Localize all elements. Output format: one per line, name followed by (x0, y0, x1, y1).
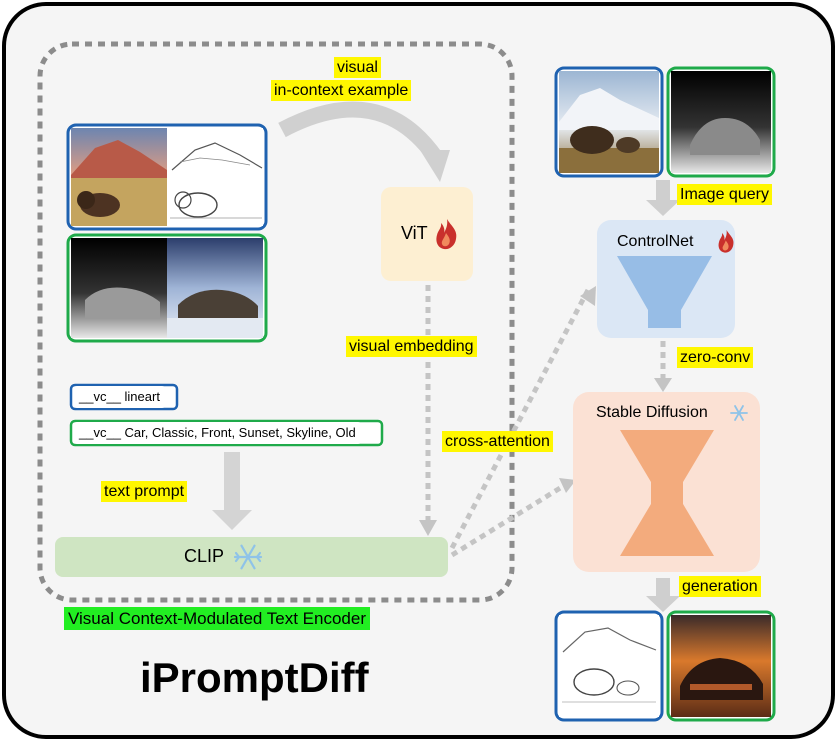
prompt-to-clip-arrow (212, 452, 252, 530)
query-bison-photo (559, 71, 659, 173)
clip-label: CLIP (184, 546, 225, 566)
mountain-bison-lineart (167, 128, 263, 226)
generated-lineart (559, 615, 659, 717)
cross-attention-label: cross-attention (442, 431, 553, 452)
visual-example-arrowhead (420, 150, 450, 182)
car-snow-photo (167, 238, 263, 338)
generation-pair (554, 610, 776, 722)
text-prompt-label: text prompt (101, 481, 188, 502)
visual-example-arrow (278, 101, 443, 163)
visual-embedding-label: visual embedding (346, 336, 477, 357)
vit-flame-icon (436, 219, 457, 250)
vit-box (381, 187, 473, 281)
diagram-title: iPromptDiff (140, 654, 369, 701)
cross-attention-arrow-right (450, 482, 567, 558)
controlnet-funnel-stem (648, 310, 681, 328)
controlnet-label: ControlNet (617, 233, 694, 250)
visual-icl-label-line1: visual (334, 57, 381, 78)
vit-to-clip-arrowhead (419, 520, 437, 536)
stable-diffusion-label: Stable Diffusion (596, 404, 708, 421)
example-pair-car (66, 233, 268, 343)
lineart-prompt: __vc__ lineart (73, 386, 166, 408)
controlnet-funnel (617, 256, 712, 310)
encoder-dashed-region (37, 41, 515, 603)
visual-icl-label-line2: in-context example (271, 80, 412, 101)
car-depth-map (71, 238, 167, 338)
cross-attention-arrowhead-right (559, 478, 576, 493)
image-query-pair (554, 66, 776, 178)
sd-hourglass-bottom (620, 504, 714, 556)
example-pair-lineart (66, 123, 268, 231)
cross-attention-arrow-up (449, 288, 591, 550)
clip-snowflake-icon (233, 544, 263, 570)
cross-attention-arrowhead-up (580, 286, 596, 306)
image-query-label: Image query (677, 184, 772, 205)
query-to-controlnet-arrow (646, 180, 680, 216)
car-prompt: __vc__ Car, Classic, Front, Sunset, Skyl… (73, 422, 362, 444)
mountain-bison-photo (71, 128, 167, 226)
zero-conv-label: zero-conv (677, 347, 754, 368)
encoder-label: Visual Context-Modulated Text Encoder (64, 607, 370, 630)
sd-to-generation-arrow (646, 578, 680, 612)
generation-label: generation (679, 576, 761, 597)
zero-conv-arrowhead (654, 378, 672, 392)
controlnet-flame-icon (718, 230, 734, 253)
sd-hourglass-middle (651, 482, 683, 504)
sd-snowflake-icon (730, 405, 748, 421)
generated-sunset-car (671, 615, 771, 717)
vit-label: ViT (401, 223, 428, 243)
sd-hourglass-top (620, 430, 714, 482)
query-depth-map (671, 71, 771, 173)
